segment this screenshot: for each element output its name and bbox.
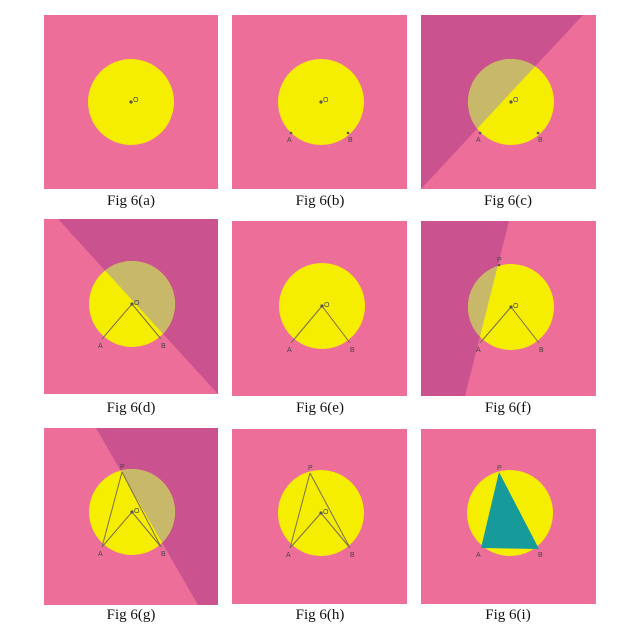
segment-ob bbox=[320, 512, 351, 549]
label-b: B bbox=[350, 552, 355, 559]
label-a: A bbox=[287, 137, 292, 144]
segment-ob bbox=[131, 303, 162, 340]
segment-oa bbox=[290, 305, 323, 344]
label-o: O bbox=[323, 509, 329, 516]
center-point bbox=[509, 100, 513, 104]
segment-pb bbox=[121, 471, 162, 548]
point-p bbox=[497, 263, 501, 267]
center-point bbox=[130, 302, 134, 306]
segment-ob bbox=[321, 305, 351, 344]
label-o: O bbox=[134, 508, 140, 515]
segment-oa bbox=[289, 512, 322, 549]
panel-6h: P O A B bbox=[232, 429, 407, 604]
segment-pa bbox=[101, 471, 123, 548]
label-b: B bbox=[538, 137, 543, 144]
figure-6i: P A B bbox=[421, 429, 596, 604]
point-b bbox=[346, 131, 350, 135]
caption-6a: Fig 6(a) bbox=[107, 193, 155, 209]
label-b: B bbox=[161, 343, 166, 350]
label-p: P bbox=[497, 257, 502, 264]
shaded-half-plane bbox=[421, 221, 509, 396]
label-b: B bbox=[350, 347, 355, 354]
figure-6b: O A B bbox=[232, 15, 407, 189]
label-a: A bbox=[98, 343, 103, 350]
label-o: O bbox=[323, 97, 329, 104]
label-o: O bbox=[133, 97, 139, 104]
label-a: A bbox=[476, 552, 481, 559]
segment-ob bbox=[510, 306, 540, 344]
label-p: P bbox=[120, 464, 125, 471]
panel-6f: P O A B bbox=[421, 221, 596, 396]
panel-6i: P A B bbox=[421, 429, 596, 604]
shaded-circle-region bbox=[468, 59, 554, 145]
panel-6e: O A B bbox=[232, 221, 407, 396]
label-p: P bbox=[497, 465, 502, 472]
caption-6b: Fig 6(b) bbox=[295, 193, 345, 209]
panel-6a: O bbox=[44, 15, 218, 189]
label-a: A bbox=[476, 137, 481, 144]
figure-6h: P O A B bbox=[232, 429, 407, 604]
label-o: O bbox=[513, 97, 519, 104]
label-b: B bbox=[348, 137, 353, 144]
point-b bbox=[536, 131, 540, 135]
segment-ob bbox=[131, 511, 162, 548]
label-b: B bbox=[539, 347, 544, 354]
segment-oa bbox=[101, 303, 133, 340]
panel-6b: O A B bbox=[232, 15, 407, 189]
segment-pa bbox=[289, 472, 311, 549]
panel-6c: O A B bbox=[421, 15, 596, 189]
center-point bbox=[129, 100, 133, 104]
label-b: B bbox=[161, 551, 166, 558]
center-point bbox=[319, 511, 323, 515]
point-a bbox=[478, 131, 482, 135]
caption-6h: Fig 6(h) bbox=[295, 607, 345, 623]
point-a bbox=[289, 131, 293, 135]
figure-6a: O bbox=[44, 15, 218, 189]
caption-6f: Fig 6(f) bbox=[484, 400, 532, 416]
label-b: B bbox=[538, 552, 543, 559]
label-a: A bbox=[287, 347, 292, 354]
caption-6e: Fig 6(e) bbox=[296, 400, 344, 416]
panel-6g: P O A B bbox=[44, 428, 218, 605]
label-o: O bbox=[324, 302, 330, 309]
center-point bbox=[320, 304, 324, 308]
figure-6c: O A B bbox=[421, 15, 596, 189]
label-a: A bbox=[286, 552, 291, 559]
figure-6f: P O A B bbox=[421, 221, 596, 396]
label-p: P bbox=[308, 465, 313, 472]
label-a: A bbox=[476, 347, 481, 354]
center-point bbox=[319, 100, 323, 104]
label-o: O bbox=[134, 300, 140, 307]
segment-oa bbox=[101, 511, 133, 548]
label-o: O bbox=[513, 303, 519, 310]
segment-pb bbox=[309, 472, 351, 549]
caption-6g: Fig 6(g) bbox=[106, 607, 156, 623]
center-point bbox=[509, 305, 513, 309]
caption-6i: Fig 6(i) bbox=[485, 607, 531, 623]
caption-6c: Fig 6(c) bbox=[484, 193, 532, 209]
figure-6d: O A B bbox=[44, 219, 218, 394]
segment-oa bbox=[479, 306, 512, 344]
shaded-circle-region bbox=[96, 469, 175, 555]
caption-6d: Fig 6(d) bbox=[106, 400, 156, 416]
figure-6g: P O A B bbox=[44, 428, 218, 605]
panel-6d: O A B bbox=[44, 219, 218, 394]
figure-6e: O A B bbox=[232, 221, 407, 396]
triangle-pab bbox=[481, 472, 539, 549]
label-a: A bbox=[98, 551, 103, 558]
center-point bbox=[130, 510, 134, 514]
